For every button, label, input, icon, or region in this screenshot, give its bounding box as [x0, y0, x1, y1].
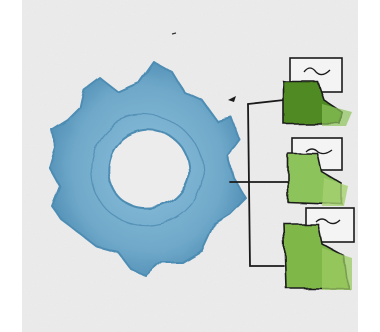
document-icon-top	[284, 58, 352, 126]
ink-dash	[172, 33, 176, 34]
paper-sheet	[22, 0, 358, 332]
right-margin	[358, 0, 380, 332]
watercolor-sketch	[22, 0, 358, 332]
left-margin	[0, 0, 22, 332]
